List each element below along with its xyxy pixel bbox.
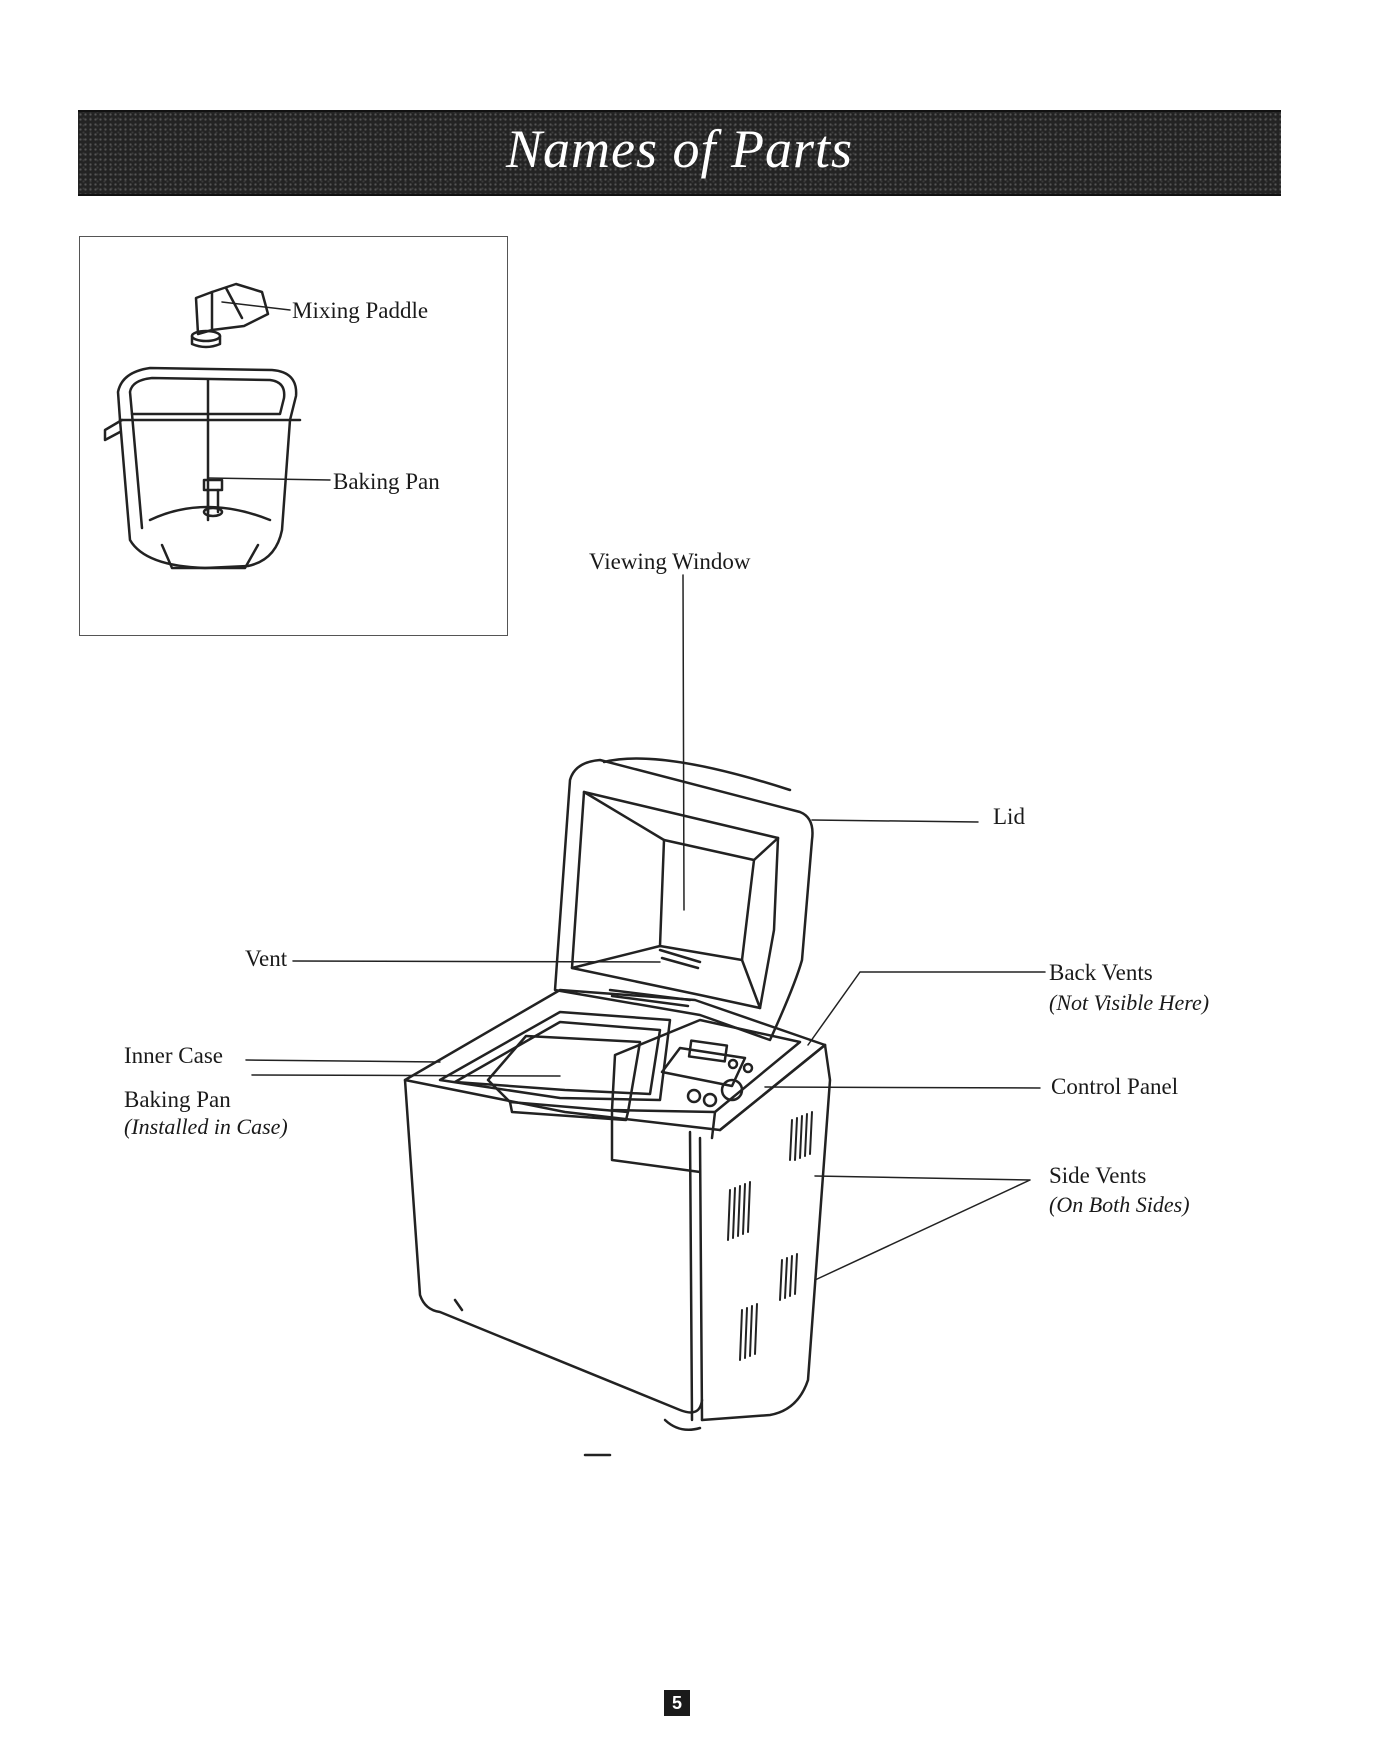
note-back-vents: (Not Visible Here) xyxy=(1049,990,1209,1016)
baking-pan-illustration xyxy=(105,368,300,568)
label-vent: Vent xyxy=(245,946,287,972)
label-back-vents: Back Vents xyxy=(1049,960,1153,986)
label-lid: Lid xyxy=(993,804,1025,830)
label-inner-case: Inner Case xyxy=(124,1043,223,1069)
label-side-vents: Side Vents xyxy=(1049,1163,1146,1189)
side-vents xyxy=(728,1112,812,1360)
note-side-vents: (On Both Sides) xyxy=(1049,1192,1190,1218)
label-baking-pan: Baking Pan xyxy=(124,1087,231,1113)
label-inset-baking-pan: Baking Pan xyxy=(333,469,440,495)
label-mixing-paddle: Mixing Paddle xyxy=(292,298,428,324)
mixing-paddle-illustration xyxy=(192,284,268,347)
note-baking-pan: (Installed in Case) xyxy=(124,1114,288,1140)
page-number: 5 xyxy=(664,1690,690,1716)
label-control-panel: Control Panel xyxy=(1051,1074,1178,1100)
leader-lines xyxy=(208,302,1045,1280)
label-viewing-window: Viewing Window xyxy=(589,549,750,575)
machine-body xyxy=(405,990,830,1455)
